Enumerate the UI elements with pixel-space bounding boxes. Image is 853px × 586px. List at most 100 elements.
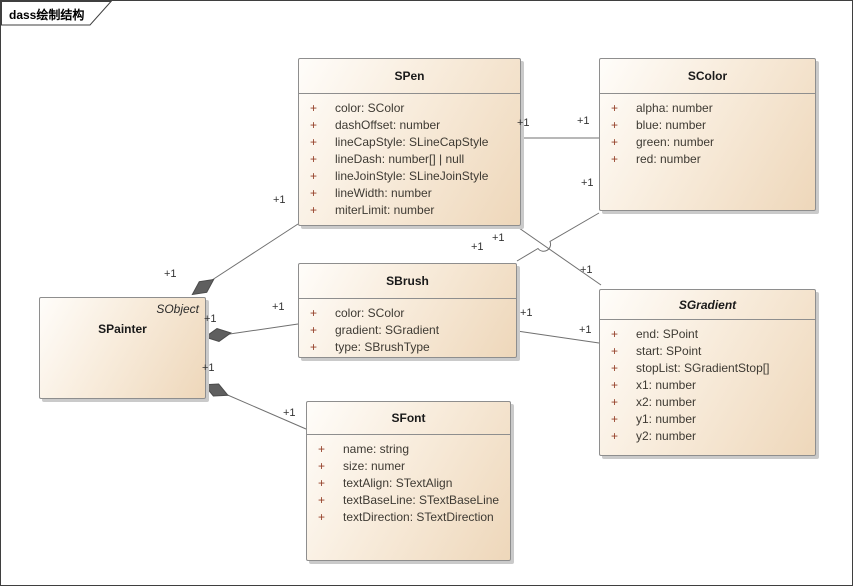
composition-diamond-icon: [191, 278, 215, 296]
attribute-text: alpha: number: [636, 101, 713, 115]
attribute-text: type: SBrushType: [335, 340, 430, 354]
attribute-text: stopList: SGradientStop[]: [636, 361, 770, 375]
visibility-symbol: +: [310, 152, 318, 166]
attribute-text: textAlign: STextAlign: [343, 476, 453, 490]
attribute-row: + red: number: [600, 151, 815, 168]
attribute-row: + dashOffset: number: [299, 117, 520, 134]
visibility-symbol: +: [310, 306, 318, 320]
connector-spainter-spen[interactable]: [208, 223, 299, 283]
visibility-symbol: +: [318, 442, 326, 456]
multiplicity-label: +1: [492, 232, 505, 244]
attribute-text: y2: number: [636, 429, 697, 443]
attribute-text: start: SPoint: [636, 344, 702, 358]
multiplicity-label: +1: [471, 241, 484, 253]
class-name: SBrush: [299, 264, 516, 299]
visibility-symbol: +: [611, 395, 619, 409]
visibility-symbol: +: [611, 412, 619, 426]
visibility-symbol: +: [611, 152, 619, 166]
multiplicity-label: +1: [164, 268, 177, 280]
visibility-symbol: +: [611, 101, 619, 115]
attribute-list: + color: SColor + dashOffset: number + lineCa…: [299, 94, 520, 219]
visibility-symbol: +: [611, 378, 619, 392]
attribute-text: gradient: SGradient: [335, 323, 440, 337]
attribute-row: +name: string: [307, 441, 510, 458]
connector-spainter-sbrush[interactable]: [222, 323, 299, 336]
attribute-text: y1: number: [636, 412, 697, 426]
visibility-symbol: +: [310, 186, 318, 200]
visibility-symbol: +: [310, 169, 318, 183]
attribute-text: color: SColor: [335, 101, 405, 115]
visibility-symbol: +: [310, 203, 318, 217]
attribute-list: +end: SPoint+start: SPoint+stopList: SGr…: [600, 320, 815, 445]
class-box-scolor[interactable]: SColor +alpha: number+blue: number+green…: [599, 58, 816, 211]
multiplicity-label: +1: [273, 194, 286, 206]
connector-spen-sgradient[interactable]: [518, 227, 602, 286]
multiplicity-label: +1: [581, 177, 594, 189]
multiplicity-label: +1: [580, 264, 593, 276]
attribute-list: +name: string+size: numer+textAlign: STe…: [307, 435, 510, 526]
attribute-list: +alpha: number+blue: number+green: numbe…: [600, 94, 815, 168]
attribute-row: +x1: number: [600, 377, 815, 394]
attribute-text: lineCapStyle: SLineCapStyle: [335, 135, 489, 149]
attribute-row: +blue: number: [600, 117, 815, 134]
attribute-text: size: numer: [343, 459, 406, 473]
attribute-row: + lineDash: number[] | null: [299, 151, 520, 168]
visibility-symbol: +: [310, 118, 318, 132]
connector-sbrush-scolor[interactable]: [516, 212, 600, 262]
attribute-row: +type: SBrushType: [299, 339, 516, 356]
attribute-row: + alpha: number: [600, 100, 815, 117]
attribute-text: miterLimit: number: [335, 203, 435, 217]
attribute-text: x2: number: [636, 395, 697, 409]
attribute-text: textBaseLine: STextBaseLine: [343, 493, 500, 507]
class-name: SPainter: [98, 322, 147, 336]
multiplicity-label: +1: [517, 117, 530, 129]
class-box-spen[interactable]: SPen + color: SColor + dashOffset: number + l…: [298, 58, 521, 226]
attribute-row: + y1: number: [600, 411, 815, 428]
class-stereotype: SObject: [156, 302, 199, 316]
class-name: SColor: [600, 59, 815, 94]
class-box-spainter[interactable]: SObject SPainter: [39, 297, 206, 399]
class-name: SGradient: [600, 290, 815, 320]
visibility-symbol: +: [310, 135, 318, 149]
visibility-symbol: +: [310, 323, 318, 337]
attribute-text: dashOffset: number: [335, 118, 441, 132]
attribute-row: + x2: number: [600, 394, 815, 411]
multiplicity-label: +1: [202, 362, 215, 374]
attribute-row: +y2: number: [600, 428, 815, 445]
visibility-symbol: +: [318, 459, 326, 473]
class-name: SFont: [307, 402, 510, 435]
attribute-row: + lineCapStyle: SLineCapStyle: [299, 134, 520, 151]
attribute-row: + lineJoinStyle: SLineJoinStyle: [299, 168, 520, 185]
attribute-row: + miterLimit: number: [299, 202, 520, 219]
multiplicity-label: +1: [577, 115, 590, 127]
class-box-sfont[interactable]: SFont +name: string+size: numer+textAlig…: [306, 401, 511, 561]
attribute-row: + color: SColor: [299, 305, 516, 322]
attribute-text: end: SPoint: [636, 327, 699, 341]
attribute-text: lineJoinStyle: SLineJoinStyle: [335, 169, 489, 183]
visibility-symbol: +: [310, 101, 318, 115]
attribute-text: textDirection: STextDirection: [343, 510, 494, 524]
attribute-text: lineDash: number[] | null: [335, 152, 465, 166]
class-box-sbrush[interactable]: SBrush + color: SColor + gradient: SGradien…: [298, 263, 517, 358]
multiplicity-label: +1: [283, 407, 296, 419]
attribute-row: +end: SPoint: [600, 326, 815, 343]
multiplicity-label: +1: [520, 307, 533, 319]
attribute-text: blue: number: [636, 118, 707, 132]
attribute-text: color: SColor: [335, 306, 405, 320]
diagram-title: dass绘制结构: [9, 8, 85, 22]
class-box-sgradient[interactable]: SGradient +end: SPoint+start: SPoint+sto…: [599, 289, 816, 456]
composition-diamond-icon: [204, 328, 232, 342]
visibility-symbol: +: [611, 135, 619, 149]
visibility-symbol: +: [318, 493, 326, 507]
class-name: SPen: [299, 59, 520, 94]
multiplicity-label: +1: [579, 324, 592, 336]
attribute-row: + lineWidth: number: [299, 185, 520, 202]
attribute-row: + gradient: SGradient: [299, 322, 516, 339]
attribute-row: +textDirection: STextDirection: [307, 509, 510, 526]
attribute-list: + color: SColor + gradient: SGradient +type:…: [299, 299, 516, 356]
attribute-text: green: number: [636, 135, 715, 149]
attribute-text: lineWidth: number: [335, 186, 432, 200]
attribute-row: + color: SColor: [299, 100, 520, 117]
attribute-text: red: number: [636, 152, 701, 166]
